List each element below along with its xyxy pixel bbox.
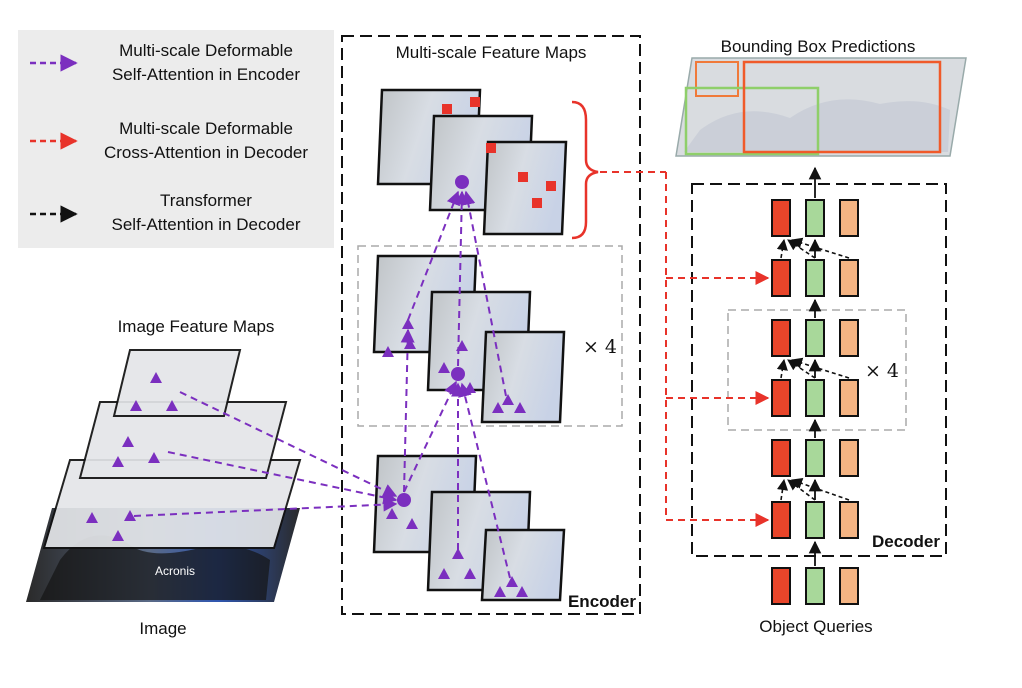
- legend-item-2-line2: Cross-Attention in Decoder: [104, 143, 308, 162]
- image-backbone: Image Feature Maps Acronis Image: [26, 317, 302, 638]
- encoder-box: [341, 35, 641, 615]
- decoder-cross-attention-arrows: [600, 171, 770, 527]
- legend-item-1-line1: Multi-scale Deformable: [119, 41, 293, 60]
- encoder-top-query-point: [455, 175, 469, 189]
- decoder-repeat-box: [727, 309, 907, 431]
- legend-item-3-line2: Self-Attention in Decoder: [112, 215, 301, 234]
- image-label: Image: [139, 619, 186, 638]
- prediction-box-large-orange: [742, 60, 942, 154]
- encoder-middle-sampling-points: [382, 318, 526, 413]
- encoder-bottom-query-point: [397, 493, 411, 507]
- encoder: Multi-scale Feature Maps Encoder × 4: [133, 35, 641, 615]
- decoder-label: Decoder: [872, 532, 940, 551]
- encoder-top-stack: [376, 88, 568, 236]
- bounding-box-predictions-label: Bounding Box Predictions: [721, 37, 916, 56]
- encoder-attention-arrows: [133, 190, 511, 579]
- encoder-label: Encoder: [568, 592, 636, 611]
- image-player-silhouette: [40, 535, 270, 600]
- image-feature-map-small: [112, 349, 242, 417]
- decoder-box: [691, 183, 947, 557]
- image-sampling-points: [86, 372, 178, 541]
- encoder-repeat-box: [357, 245, 623, 427]
- image-jersey-text: Acronis: [155, 564, 195, 578]
- prediction-box-small-orange: [695, 61, 739, 97]
- encoder-top-sampling-squares: [442, 97, 556, 208]
- legend-item-1-line2: Self-Attention in Encoder: [112, 65, 300, 84]
- encoder-middle-stack: [372, 254, 566, 424]
- object-query-row: [771, 567, 859, 605]
- decoder-query-rows: [771, 199, 859, 539]
- prediction-box-green: [684, 86, 820, 156]
- legend-item-3-line1: Transformer: [160, 191, 252, 210]
- encoder-repeat-label: × 4: [583, 336, 617, 358]
- decoder-self-attention-arrows: [776, 237, 850, 501]
- multi-scale-feature-maps-label: Multi-scale Feature Maps: [396, 43, 587, 62]
- decoder-repeat-label: × 4: [865, 360, 899, 382]
- legend: Multi-scale Deformable Self-Attention in…: [18, 30, 334, 248]
- decoder: Decoder × 4: [600, 166, 947, 636]
- encoder-bottom-stack: [372, 454, 566, 602]
- bounding-box-predictions: Bounding Box Predictions: [675, 37, 967, 157]
- encoder-middle-query-point: [451, 367, 465, 381]
- encoder-bottom-sampling-points: [386, 508, 528, 597]
- image-feature-maps-label: Image Feature Maps: [118, 317, 275, 336]
- legend-item-2-line1: Multi-scale Deformable: [119, 119, 293, 138]
- object-queries-label: Object Queries: [759, 617, 872, 636]
- encoder-output-brace: [571, 100, 599, 240]
